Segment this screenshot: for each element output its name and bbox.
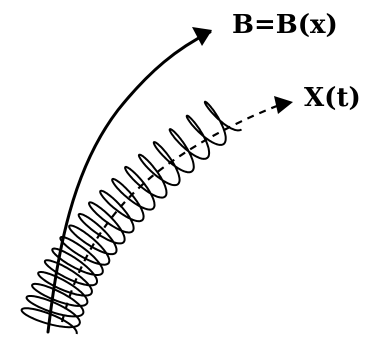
field-arrowhead <box>192 27 212 46</box>
trajectory-label: X(t) <box>304 83 361 113</box>
field-line <box>46 30 212 334</box>
helical-orbit <box>20 100 243 335</box>
guiding-center-path <box>60 102 283 323</box>
helix-coil <box>20 100 243 335</box>
field-label: B=B(x) <box>232 10 338 40</box>
trajectory-arrowhead <box>274 96 293 114</box>
